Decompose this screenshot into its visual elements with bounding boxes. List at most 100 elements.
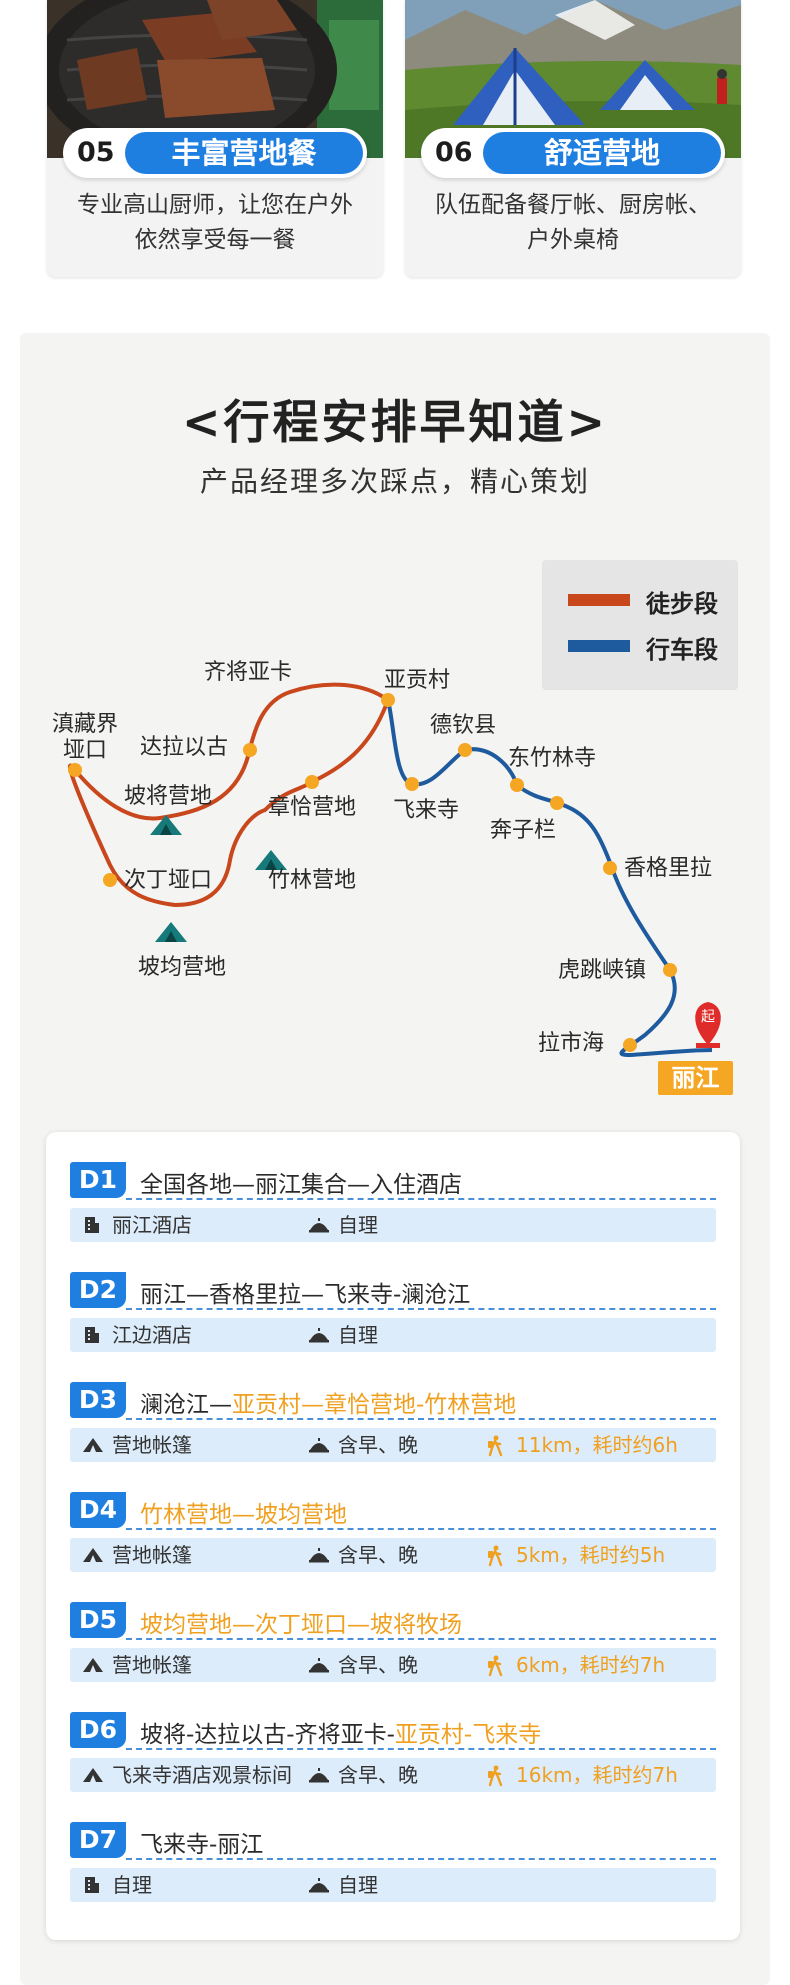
meals-text: 含早、晚 xyxy=(338,1763,418,1787)
card-description-line: 户外桌椅 xyxy=(527,227,619,253)
place-lashi: 拉市海 xyxy=(538,1031,605,1056)
waypoint-dot xyxy=(305,775,319,789)
hike-distance-text: 11km，耗时约6h xyxy=(516,1433,678,1457)
card-label-pill: 06 舒适营地 xyxy=(421,128,725,178)
feature-card-comfort-camp: 06 舒适营地 队伍配备餐厅帐、厨房帐、 户外桌椅 xyxy=(405,0,741,277)
legend-label: 徒步段 xyxy=(646,590,718,618)
card-title: 舒适营地 xyxy=(483,132,721,174)
place-label: 垭口 xyxy=(63,738,108,763)
day-badge: D1 xyxy=(70,1162,126,1198)
route-segment-highlight: 竹林营地—坡均营地 xyxy=(140,1502,347,1528)
day-list: D1 全国各地—丽江集合—入住酒店丽江酒店 自理 D2 丽江—香格里拉—飞来寺-澜沧江江… xyxy=(46,1132,740,1940)
divider xyxy=(126,1418,716,1420)
place-shangri-la: 香格里拉 xyxy=(624,856,713,881)
waypoint-dot xyxy=(243,743,257,757)
day-badge: D5 xyxy=(70,1602,126,1638)
route-segment: 全国各地—丽江集合—入住酒店 xyxy=(140,1172,462,1198)
day-info-bar: 营地帐篷 含早、晚 11km，耗时约6h xyxy=(70,1428,716,1462)
route-legend: 徒步段 行车段 xyxy=(542,560,738,690)
place-deqin: 德钦县 xyxy=(430,713,497,738)
day-item: D4 竹林营地—坡均营地营地帐篷 含早、晚 5km，耗时约5h xyxy=(70,1492,716,1582)
accommodation-text: 营地帐篷 xyxy=(112,1543,192,1567)
route-segment-highlight: 亚贡村—章恰营地-竹林营地 xyxy=(232,1392,517,1418)
route-map: 起 xyxy=(67,682,721,1058)
day-route: 全国各地—丽江集合—入住酒店 xyxy=(140,1165,462,1199)
day-route: 丽江—香格里拉—飞来寺-澜沧江 xyxy=(140,1275,470,1309)
day-badge: D3 xyxy=(70,1382,126,1418)
tent-icon xyxy=(155,922,187,942)
day-item: D2 丽江—香格里拉—飞来寺-澜沧江江边酒店自理 xyxy=(70,1272,716,1362)
card-description-line: 依然享受每一餐 xyxy=(134,227,296,253)
feature-card-camp-meals: 05 丰富营地餐 专业高山厨师，让您在户外 依然享受每一餐 xyxy=(47,0,383,277)
accommodation-text: 丽江酒店 xyxy=(112,1213,192,1237)
route-segment: 坡将-达拉以古-齐将亚卡- xyxy=(140,1722,395,1748)
tent-icon xyxy=(255,850,287,870)
day-info-bar: 江边酒店自理 xyxy=(70,1318,716,1352)
meals-text: 含早、晚 xyxy=(338,1433,418,1457)
bbq-grill-photo xyxy=(47,0,383,158)
meals-text: 自理 xyxy=(338,1213,378,1237)
section-subtitle: 产品经理多次踩点，精心策划 xyxy=(199,465,590,498)
divider xyxy=(126,1858,716,1860)
divider xyxy=(126,1198,716,1200)
day-info-bar: 丽江酒店 自理 xyxy=(70,1208,716,1242)
day-badge: D4 xyxy=(70,1492,126,1528)
waypoint-dot xyxy=(510,778,524,792)
day-info-bar: 自理自理 xyxy=(70,1868,716,1902)
day-item: D1 全国各地—丽江集合—入住酒店丽江酒店 自理 xyxy=(70,1162,716,1252)
card-title: 丰富营地餐 xyxy=(125,132,363,174)
day-route: 坡将-达拉以古-齐将亚卡-亚贡村-飞来寺 xyxy=(140,1715,541,1749)
accommodation-text: 江边酒店 xyxy=(112,1323,192,1347)
day-route: 竹林营地—坡均营地 xyxy=(140,1495,347,1529)
place-zhangqia: 章恰营地 xyxy=(268,795,357,820)
meals-text: 含早、晚 xyxy=(338,1653,418,1677)
start-pin-icon: 起 xyxy=(695,1002,721,1048)
waypoint-dot xyxy=(663,963,677,977)
day-item: D6 坡将-达拉以古-齐将亚卡-亚贡村-飞来寺飞来寺酒店观景标间 含早、晚 16km，… xyxy=(70,1712,716,1802)
waypoint-dot xyxy=(623,1038,637,1052)
start-city-tag: 丽江 xyxy=(658,1061,733,1095)
accommodation-text: 营地帐篷 xyxy=(112,1433,192,1457)
place-feilai: 飞来寺 xyxy=(393,798,460,823)
place-pojun: 坡均营地 xyxy=(138,955,227,980)
day-route: 飞来寺-丽江 xyxy=(140,1825,263,1859)
waypoint-dot xyxy=(458,743,472,757)
place-dala: 达拉以古 xyxy=(140,735,229,760)
card-number: 05 xyxy=(77,137,115,168)
place-zhulin: 竹林营地 xyxy=(268,868,357,893)
accommodation-text: 飞来寺酒店观景标间 xyxy=(112,1763,292,1787)
legend-label: 行车段 xyxy=(646,636,718,664)
legend-swatch-hiking xyxy=(568,594,630,606)
card-number: 06 xyxy=(435,137,473,168)
meals-text: 含早、晚 xyxy=(338,1543,418,1567)
hike-distance-text: 6km，耗时约7h xyxy=(516,1653,666,1677)
place-label: 滇藏界 xyxy=(52,712,119,737)
hiking-route xyxy=(67,682,390,908)
route-segment: 丽江—香格里拉—飞来寺-澜沧江 xyxy=(140,1282,471,1308)
hike-distance-text: 5km，耗时约5h xyxy=(516,1543,666,1567)
place-hutiao: 虎跳峡镇 xyxy=(558,958,647,983)
card-description-line: 队伍配备餐厅帐、厨房帐、 xyxy=(435,192,711,218)
place-pojiang: 坡将营地 xyxy=(124,784,213,809)
day-badge: D2 xyxy=(70,1272,126,1308)
day-badge: D6 xyxy=(70,1712,126,1748)
route-segment: 飞来寺-丽江 xyxy=(140,1832,264,1858)
place-benzilan: 奔子栏 xyxy=(490,818,557,843)
card-label-pill: 05 丰富营地餐 xyxy=(63,128,367,178)
divider xyxy=(126,1308,716,1310)
place-dianzang-pass: 滇藏界 垭口 xyxy=(52,712,118,764)
hike-distance-text: 16km，耗时约7h xyxy=(516,1763,678,1787)
waypoint-dot xyxy=(103,873,117,887)
place-yagong: 亚贡村 xyxy=(384,668,451,693)
start-pin-label: 起 xyxy=(701,1009,715,1025)
day-item: D3 澜沧江—亚贡村—章恰营地-竹林营地营地帐篷 含早、晚 11km，耗时约6h xyxy=(70,1382,716,1472)
divider xyxy=(126,1748,716,1750)
waypoints xyxy=(68,693,677,1052)
waypoint-dot xyxy=(68,763,82,777)
route-segment: 澜沧江— xyxy=(140,1392,232,1418)
waypoint-dot xyxy=(381,693,395,707)
card-description-line: 专业高山厨师，让您在户外 xyxy=(77,192,353,218)
driving-route xyxy=(386,699,713,1058)
